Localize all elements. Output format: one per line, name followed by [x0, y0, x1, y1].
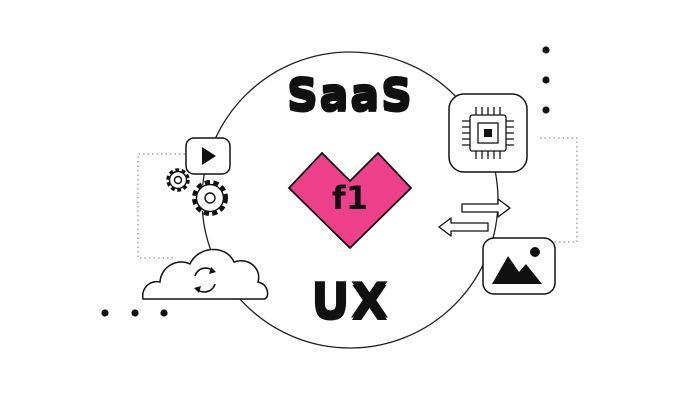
headline-ux: UX	[311, 273, 389, 330]
dotted-connector-left	[137, 153, 185, 259]
headline-saas: SaaS	[286, 69, 414, 121]
heart-logo	[287, 151, 413, 250]
cloud-sync-icon	[141, 248, 269, 300]
transfer-arrows-icon	[438, 198, 511, 237]
play-icon	[185, 137, 231, 175]
gears-icon	[166, 168, 228, 216]
dotted-connector-right	[540, 137, 578, 243]
dots-bottom-left	[101, 309, 168, 317]
dots-top-right	[542, 46, 550, 114]
logo-text: f1	[331, 179, 369, 217]
image-icon	[482, 237, 556, 295]
cpu-chip-icon	[448, 93, 528, 173]
